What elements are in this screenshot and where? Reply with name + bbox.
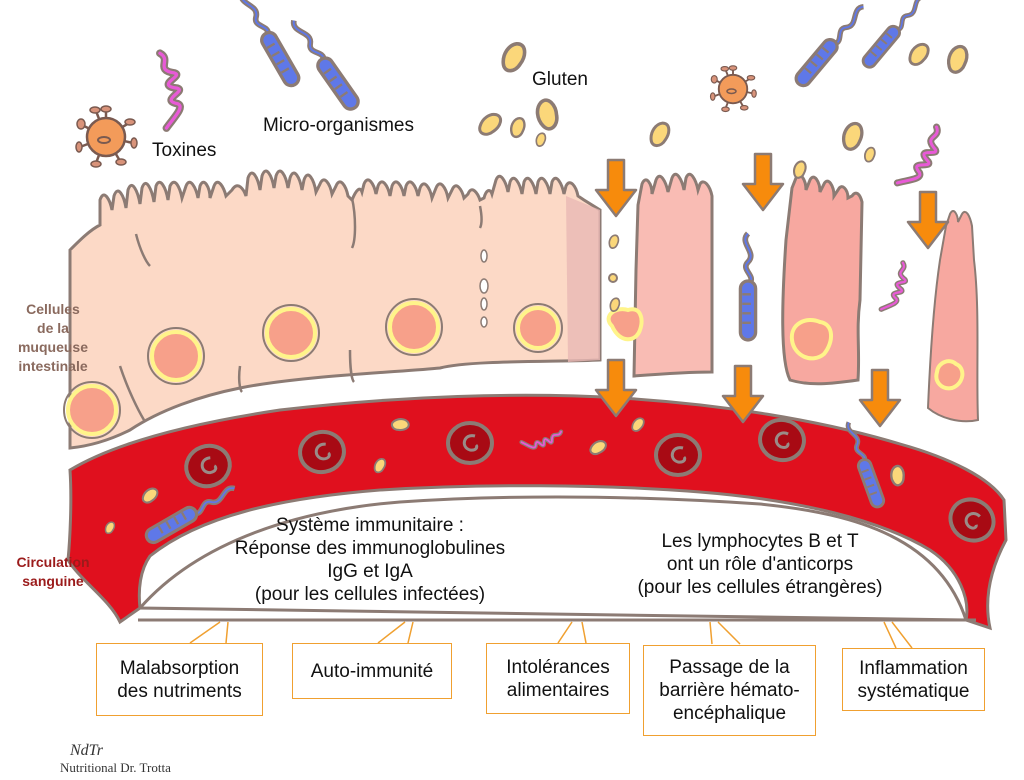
box-text-line: alimentaires (506, 679, 610, 701)
mucosa-cells-label: Cellules de la muqueuse intestinale (4, 300, 102, 376)
lymphocyte-text-line: (pour les cellules étrangères) (637, 577, 883, 598)
cell-nucleus (63, 298, 563, 439)
immune-response-text: Système immunitaire : Réponse des immuno… (180, 514, 560, 606)
gluten-particle-icon (946, 44, 969, 74)
virus-icon (709, 64, 758, 113)
gluten-particle-icon (648, 119, 672, 149)
gluten-particle-icon (529, 95, 565, 134)
consequence-box-food-intolerances: Intolérances alimentaires (486, 643, 630, 714)
box-text-line: Auto-immunité (310, 660, 434, 682)
box-text-line: Passage de la (669, 657, 790, 678)
box-text-line: barrière hémato- (659, 680, 800, 701)
author-signature: Nutritional Dr. Trotta (60, 760, 171, 775)
bacteria-icon (288, 16, 361, 112)
spirochete-icon (153, 51, 185, 128)
spirochete-icon (897, 124, 946, 192)
signature-mark: NdTr (70, 742, 103, 759)
virus-icon (74, 104, 139, 169)
gluten-particle-icon (499, 39, 528, 75)
circulation-label-line: Circulation (16, 554, 90, 570)
gluten-particle-icon (906, 39, 932, 69)
box-text-line: systématique (857, 680, 970, 702)
consequence-box-blood-brain-barrier: Passage de la barrière hémato- encéphali… (643, 645, 816, 736)
lymphocyte-text-line: Les lymphocytes B et T (661, 531, 859, 552)
gluten-label: Gluten (532, 69, 588, 90)
mucosa-label-line: de la (37, 320, 69, 336)
consequence-box-autoimmunity: Auto-immunité (292, 643, 452, 699)
blood-vessel (66, 393, 1008, 631)
consequence-box-inflammation: Inflammation systématique (842, 648, 985, 711)
immune-text-line: IgG et IgA (327, 561, 413, 582)
gluten-particle-icon (509, 116, 526, 139)
immune-text-line: Réponse des immunoglobulines (234, 538, 506, 559)
toxins-label: Toxines (152, 140, 217, 161)
blood-circulation-label: Circulation sanguine (4, 553, 102, 591)
consequence-box-malabsorption: Malabsorption des nutriments (96, 643, 263, 716)
microorganisms-label: Micro-organismes (263, 115, 414, 136)
gluten-particle-icon (535, 132, 547, 147)
gluten-particle-icon (841, 121, 864, 151)
pathogens (74, 0, 947, 192)
damaged-mucosa-cells (606, 172, 980, 423)
mucosa-label-line: muqueuse (17, 339, 88, 355)
gluten-particle-icon (863, 146, 876, 163)
box-text-line: des nutriments (117, 680, 242, 702)
connector-lines (189, 621, 913, 649)
circulation-label-line: sanguine (22, 573, 84, 589)
box-text-line: Inflammation (859, 657, 968, 679)
bacteria-icon (235, 0, 301, 88)
mucosa-label-line: intestinale (18, 358, 88, 374)
immune-text-line: (pour les cellules infectées) (254, 584, 486, 605)
lymphocyte-text-line: ont un rôle d'anticorps (666, 554, 854, 575)
box-text-line: Malabsorption (119, 657, 240, 679)
healthy-mucosa-cells (63, 169, 602, 450)
immune-text-line: Système immunitaire : (276, 515, 464, 536)
gluten-particle-icon (475, 108, 505, 141)
bacteria-icon (793, 2, 869, 88)
box-text-line: Intolérances (506, 656, 610, 678)
mucosa-label-line: Cellules (26, 301, 80, 317)
gluten-particle-icon (792, 160, 807, 179)
lymphocytes-text: Les lymphocytes B et T ont un rôle d'ant… (590, 530, 930, 599)
box-text-line: encéphalique (672, 703, 787, 724)
